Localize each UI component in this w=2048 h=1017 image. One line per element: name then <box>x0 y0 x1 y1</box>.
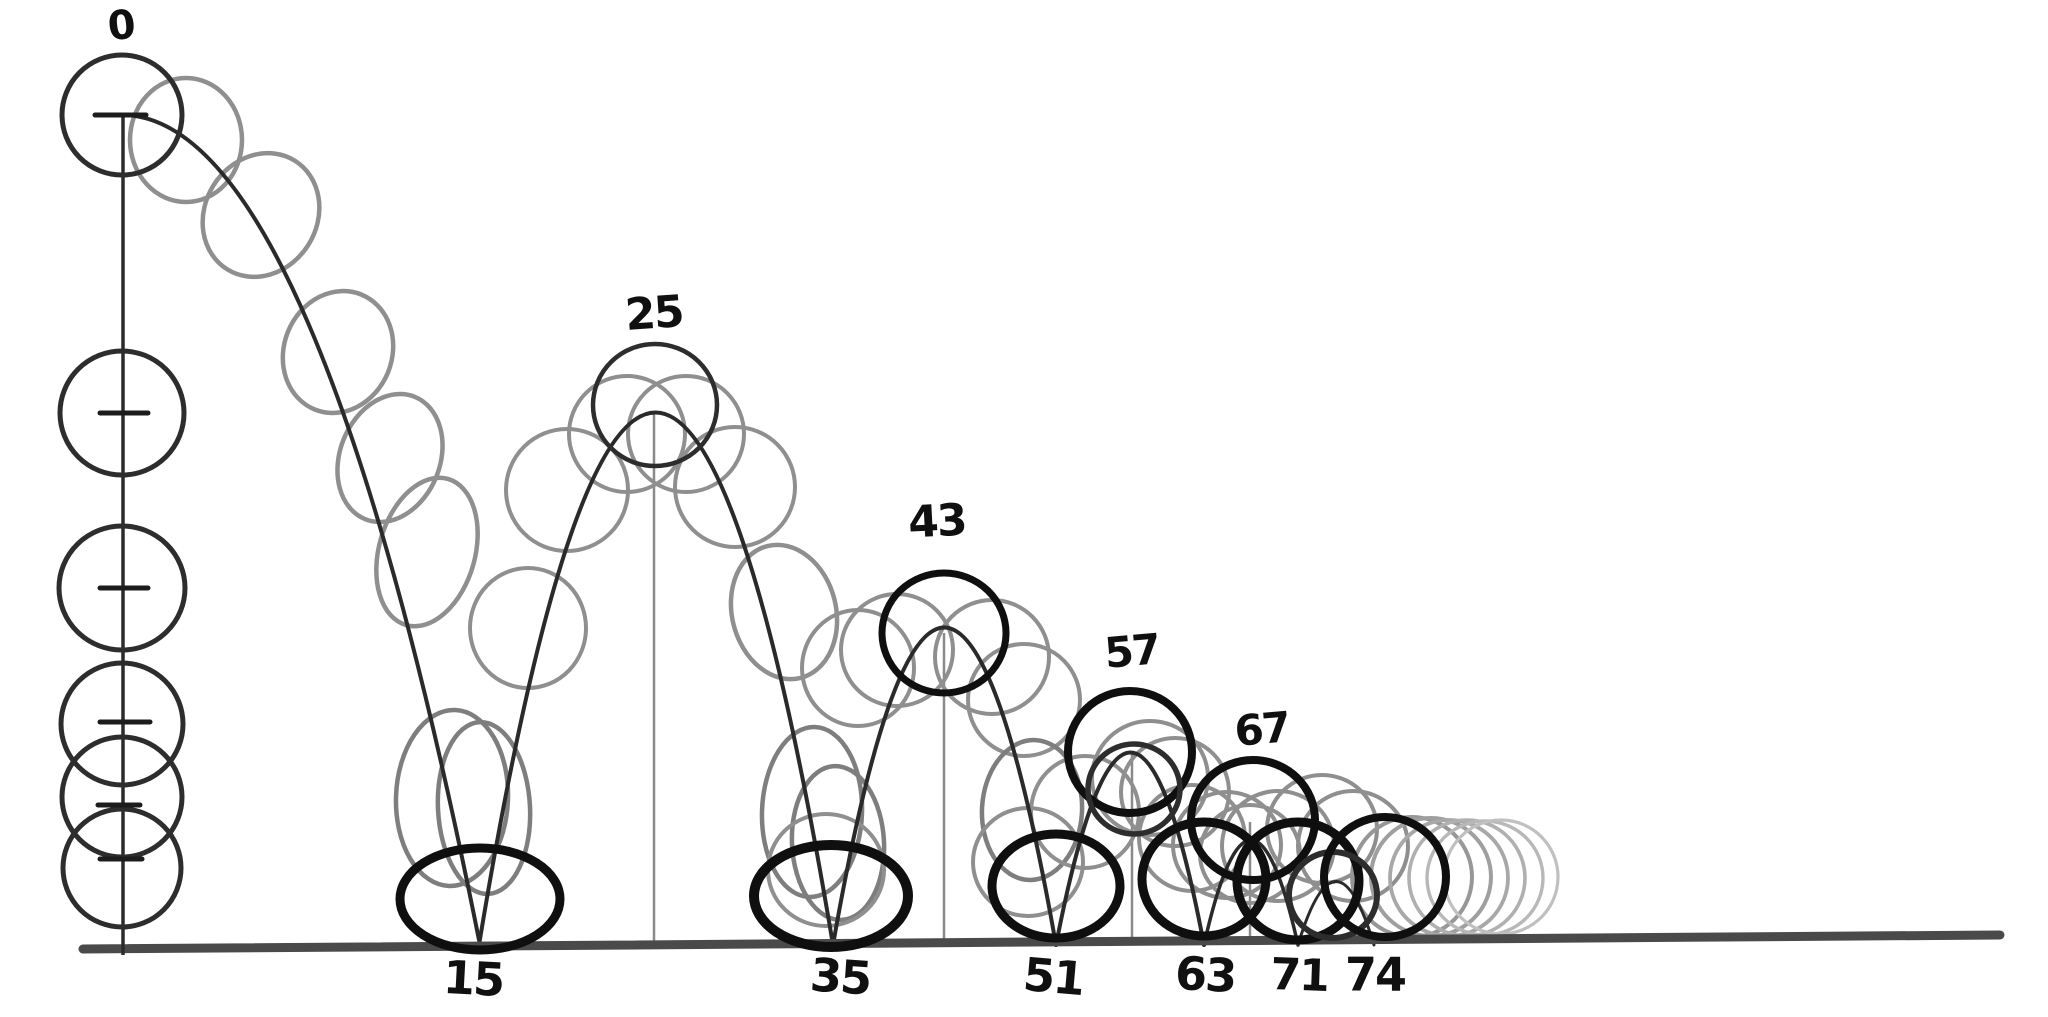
ball-key-position-44 <box>395 843 565 955</box>
ball-stretch-position-5 <box>393 707 511 889</box>
ball-key-position-49 <box>1085 741 1183 837</box>
ball-key-position-47 <box>987 829 1125 943</box>
ball-inbetween-position-0 <box>127 75 245 205</box>
ground-line <box>78 930 2005 954</box>
ball-key-position-45 <box>749 840 913 952</box>
frame-label-43: 43 <box>907 495 967 549</box>
ball-key-position-40 <box>58 660 186 788</box>
ball-inbetween-position-12 <box>728 542 840 682</box>
ball-key-position-48 <box>1064 687 1196 817</box>
frame-label-51: 51 <box>1021 947 1085 1006</box>
ball-key-position-39 <box>56 523 188 653</box>
trajectory-arc-2 <box>831 625 1058 947</box>
frame-label-15: 15 <box>442 950 505 1007</box>
ball-stretch-position-14 <box>789 763 887 923</box>
ball-key-position-52 <box>1232 817 1364 945</box>
ball-key-position-46 <box>878 569 1010 697</box>
ball-inbetween-position-10 <box>626 374 746 494</box>
ball-stretch-position-20 <box>979 737 1085 883</box>
ball-inbetween-position-19 <box>966 642 1082 758</box>
frame-label-57: 57 <box>1102 624 1161 678</box>
ball-key-position-54 <box>1320 813 1450 941</box>
frame-label-63: 63 <box>1174 946 1237 1003</box>
frame-label-71: 71 <box>1270 949 1329 1002</box>
ball-key-position-37 <box>59 52 185 178</box>
ball-inbetween-position-2 <box>280 288 396 416</box>
frame-label-25: 25 <box>623 286 684 341</box>
ball-inbetween-position-7 <box>468 566 588 690</box>
frame-label-74: 74 <box>1345 948 1405 1002</box>
frame-label-0: 0 <box>106 2 137 50</box>
trajectory-arc-1 <box>477 410 835 947</box>
trajectory-arc-3 <box>1054 750 1206 947</box>
ball-key-position-42 <box>60 806 184 930</box>
ball-key-position-43 <box>590 341 720 469</box>
frame-label-35: 35 <box>808 947 872 1005</box>
ball-inbetween-position-1 <box>200 150 322 280</box>
ball-inbetween-position-9 <box>567 374 687 494</box>
ball-key-position-38 <box>57 348 187 478</box>
trajectory-arc-5 <box>1296 880 1376 947</box>
ball-rollout-position-36 <box>1442 818 1560 936</box>
frame-label-67: 67 <box>1232 702 1291 756</box>
ball-stretch-position-13 <box>759 724 865 900</box>
ball-inbetween-position-11 <box>673 425 797 549</box>
